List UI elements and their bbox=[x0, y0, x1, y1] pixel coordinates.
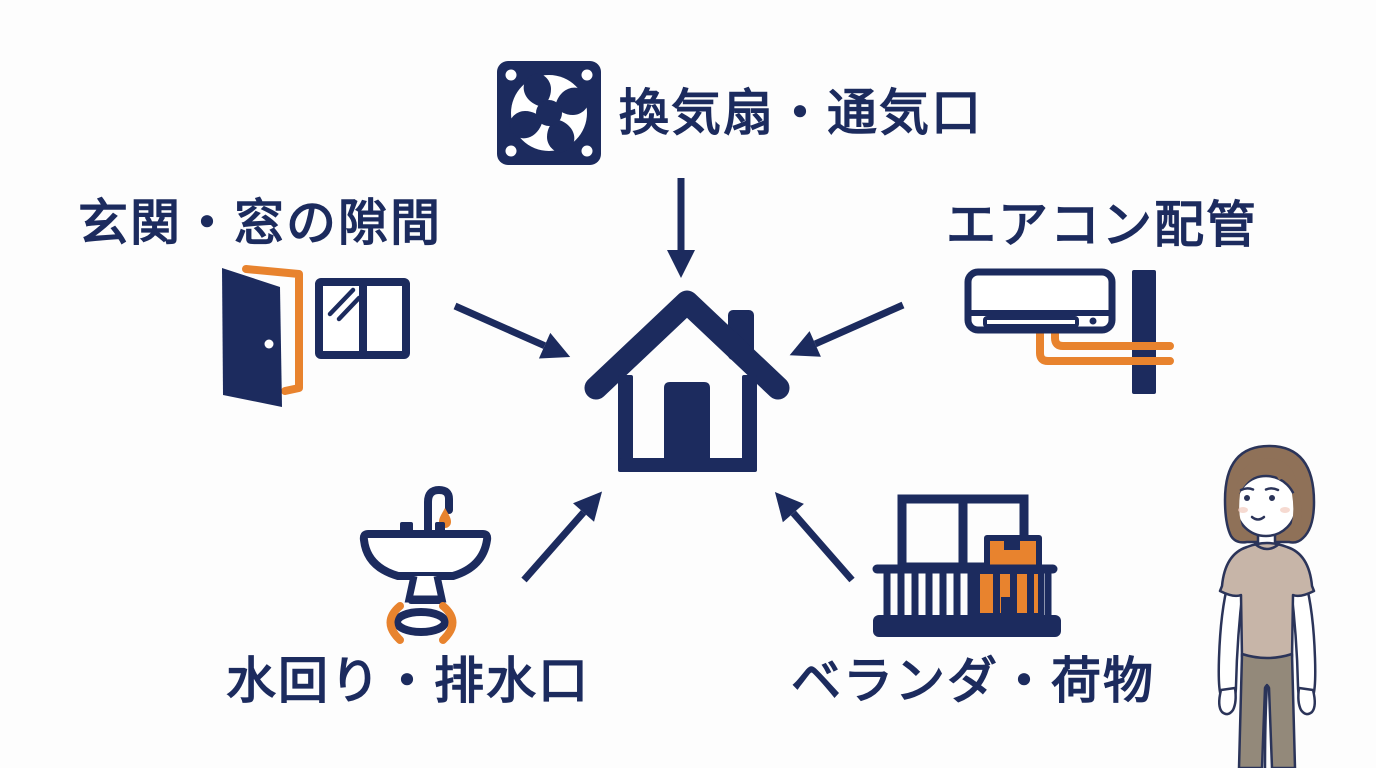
face-features bbox=[1244, 495, 1275, 501]
sink-drain-icon bbox=[359, 485, 492, 644]
arrow-from-vent bbox=[667, 178, 695, 278]
arrow-from-water bbox=[521, 491, 603, 583]
balcony-base bbox=[873, 615, 1061, 637]
window-icon bbox=[315, 278, 410, 359]
label-aircon: エアコン配管 bbox=[946, 197, 1258, 253]
pipe-lower bbox=[1036, 324, 1174, 365]
railing-bars bbox=[883, 569, 1052, 618]
label-entrance: 玄関・窓の隙間 bbox=[78, 195, 442, 251]
arrow-from-entrance bbox=[453, 302, 571, 359]
label-vent: 換気扇・通気口 bbox=[619, 85, 983, 141]
label-balcony: ベランダ・荷物 bbox=[791, 653, 1155, 709]
right-hand bbox=[1297, 686, 1316, 716]
arrow-from-aircon bbox=[789, 301, 905, 357]
standing-woman-illustration bbox=[1217, 444, 1317, 768]
house-icon bbox=[584, 290, 790, 472]
left-hand bbox=[1218, 686, 1237, 716]
balcony-luggage-icon bbox=[872, 494, 1061, 637]
drain bbox=[393, 608, 449, 636]
ventilation-fan-icon bbox=[497, 61, 601, 165]
label-water: 水回り・排水口 bbox=[226, 653, 590, 709]
faucet bbox=[424, 485, 453, 536]
wall-bar bbox=[1132, 270, 1156, 394]
arrow-from-balcony bbox=[774, 491, 855, 583]
door-icon bbox=[222, 265, 303, 407]
air-conditioner-icon bbox=[964, 268, 1174, 394]
pants bbox=[1237, 652, 1297, 768]
luggage-boxes bbox=[974, 535, 1044, 618]
pipe-upper bbox=[1051, 324, 1174, 350]
